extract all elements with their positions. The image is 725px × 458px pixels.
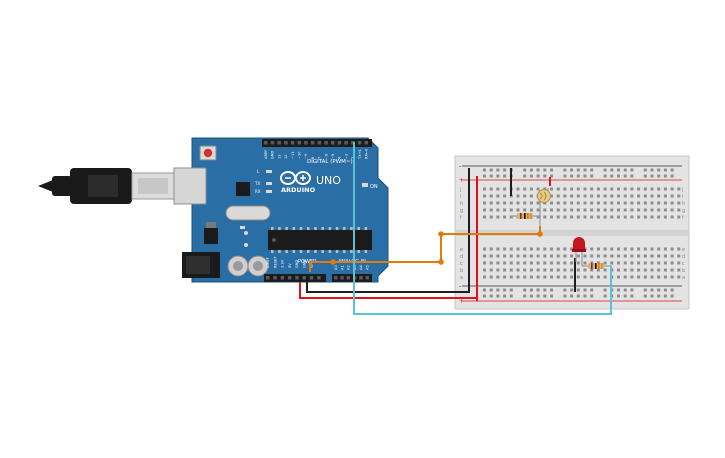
analog-pin-4: A4 — [359, 265, 363, 270]
wire-node-2[interactable] — [438, 259, 444, 265]
row-letter-right-d: d — [682, 254, 685, 260]
row-letter-right-i: i — [682, 194, 683, 200]
led-tx-label: TX — [254, 181, 260, 186]
on-led — [362, 183, 368, 187]
analog-pin-0: A0 — [334, 265, 338, 270]
usb-b-port — [173, 167, 207, 205]
power-pin-3: 5V — [288, 263, 292, 268]
digital-pin-6: ~9 — [304, 153, 308, 159]
row-letter-left-j: j — [459, 187, 461, 193]
digital-pin-10: ~5 — [331, 154, 335, 159]
power-pin-0: IOREF — [266, 257, 270, 268]
rail-plus-top: + — [459, 177, 464, 184]
usb-cable[interactable] — [38, 168, 175, 204]
analog-pin-5: A5 — [366, 265, 370, 270]
power-pin-5: GND — [303, 260, 307, 268]
red-led[interactable] — [572, 237, 586, 266]
digital-pin-7: 8 — [311, 156, 315, 159]
power-pin-1: RESET — [273, 256, 277, 268]
row-letter-right-c: c — [682, 261, 685, 267]
row-letter-left-d: d — [460, 254, 463, 260]
wire-cyan-d2[interactable] — [353, 142, 612, 315]
digital-pin-3: 12 — [284, 154, 288, 159]
resistor-2[interactable] — [582, 263, 612, 269]
row-letter-right-b: b — [682, 268, 685, 274]
wire-orange-junction[interactable] — [309, 261, 333, 272]
crystal-oscillator — [225, 205, 271, 221]
digital-pin-4: ~11 — [291, 151, 295, 159]
row-letter-right-e: e — [682, 247, 685, 253]
analog-pin-2: A2 — [347, 265, 351, 270]
led-rx-label: RX — [255, 189, 261, 194]
row-letter-left-g: g — [460, 208, 463, 214]
on-led-label: ON — [370, 184, 378, 190]
digital-pin-0: AREF — [264, 150, 268, 159]
led-l-label: L — [257, 169, 260, 174]
analog-header[interactable] — [332, 274, 372, 282]
row-letter-left-a: a — [460, 275, 463, 281]
digital-pin-14: TX→1 — [358, 149, 362, 160]
row-letter-right-h: h — [682, 201, 685, 207]
arduino-logo-icon — [280, 171, 311, 185]
row-letter-right-j: j — [681, 187, 683, 193]
atmega-chip — [268, 230, 372, 250]
digital-pin-2: 13 — [277, 154, 281, 159]
row-letter-right-a: a — [682, 275, 685, 281]
usb-chip — [236, 182, 250, 196]
analog-pin-1: A1 — [340, 265, 344, 270]
led-rx — [266, 190, 272, 193]
row-letter-left-i: i — [460, 194, 461, 200]
power-header[interactable] — [264, 274, 326, 282]
rail-minus-top: - — [459, 163, 461, 170]
wire-node-1[interactable] — [438, 231, 444, 237]
row-letter-left-f: f — [460, 215, 462, 221]
row-letter-left-b: b — [460, 268, 463, 274]
row-letter-left-h: h — [460, 201, 463, 207]
resistor-1[interactable] — [511, 213, 541, 219]
led-tx — [266, 182, 272, 185]
digital-pin-9: ~6 — [324, 153, 328, 159]
digital-pin-15: RX←0 — [365, 148, 369, 159]
led-l — [266, 170, 272, 173]
row-letter-left-e: e — [460, 247, 463, 253]
wire-node-3[interactable] — [537, 231, 543, 237]
wire-red-5v[interactable] — [299, 282, 477, 299]
digital-label: DIGITAL (PWM~) — [307, 159, 353, 165]
model-label: UNO — [316, 174, 341, 187]
digital-header[interactable] — [262, 139, 372, 147]
brand-label: ARDUINO — [281, 186, 316, 194]
rail-minus-bottom: - — [459, 283, 461, 290]
power-label: POWER — [298, 259, 317, 265]
digital-pin-8: 7 — [318, 157, 322, 159]
row-letter-right-g: g — [682, 208, 685, 214]
digital-pin-1: GND — [271, 151, 275, 159]
power-pin-2: 3.3V — [281, 259, 285, 268]
row-letter-right-f: f — [682, 215, 684, 221]
digital-pin-11: 4 — [338, 156, 342, 159]
digital-pin-12: ~3 — [344, 154, 348, 159]
power-pin-6: Vin — [310, 262, 314, 268]
row-letter-left-c: c — [460, 261, 463, 267]
voltage-regulator — [204, 228, 218, 244]
wire-node-4[interactable] — [330, 259, 336, 265]
digital-pin-5: ~10 — [298, 151, 302, 159]
power-pin-4: GND — [295, 260, 299, 268]
wire-black-gnd[interactable] — [306, 282, 469, 293]
rail-plus-bottom: + — [459, 298, 464, 305]
